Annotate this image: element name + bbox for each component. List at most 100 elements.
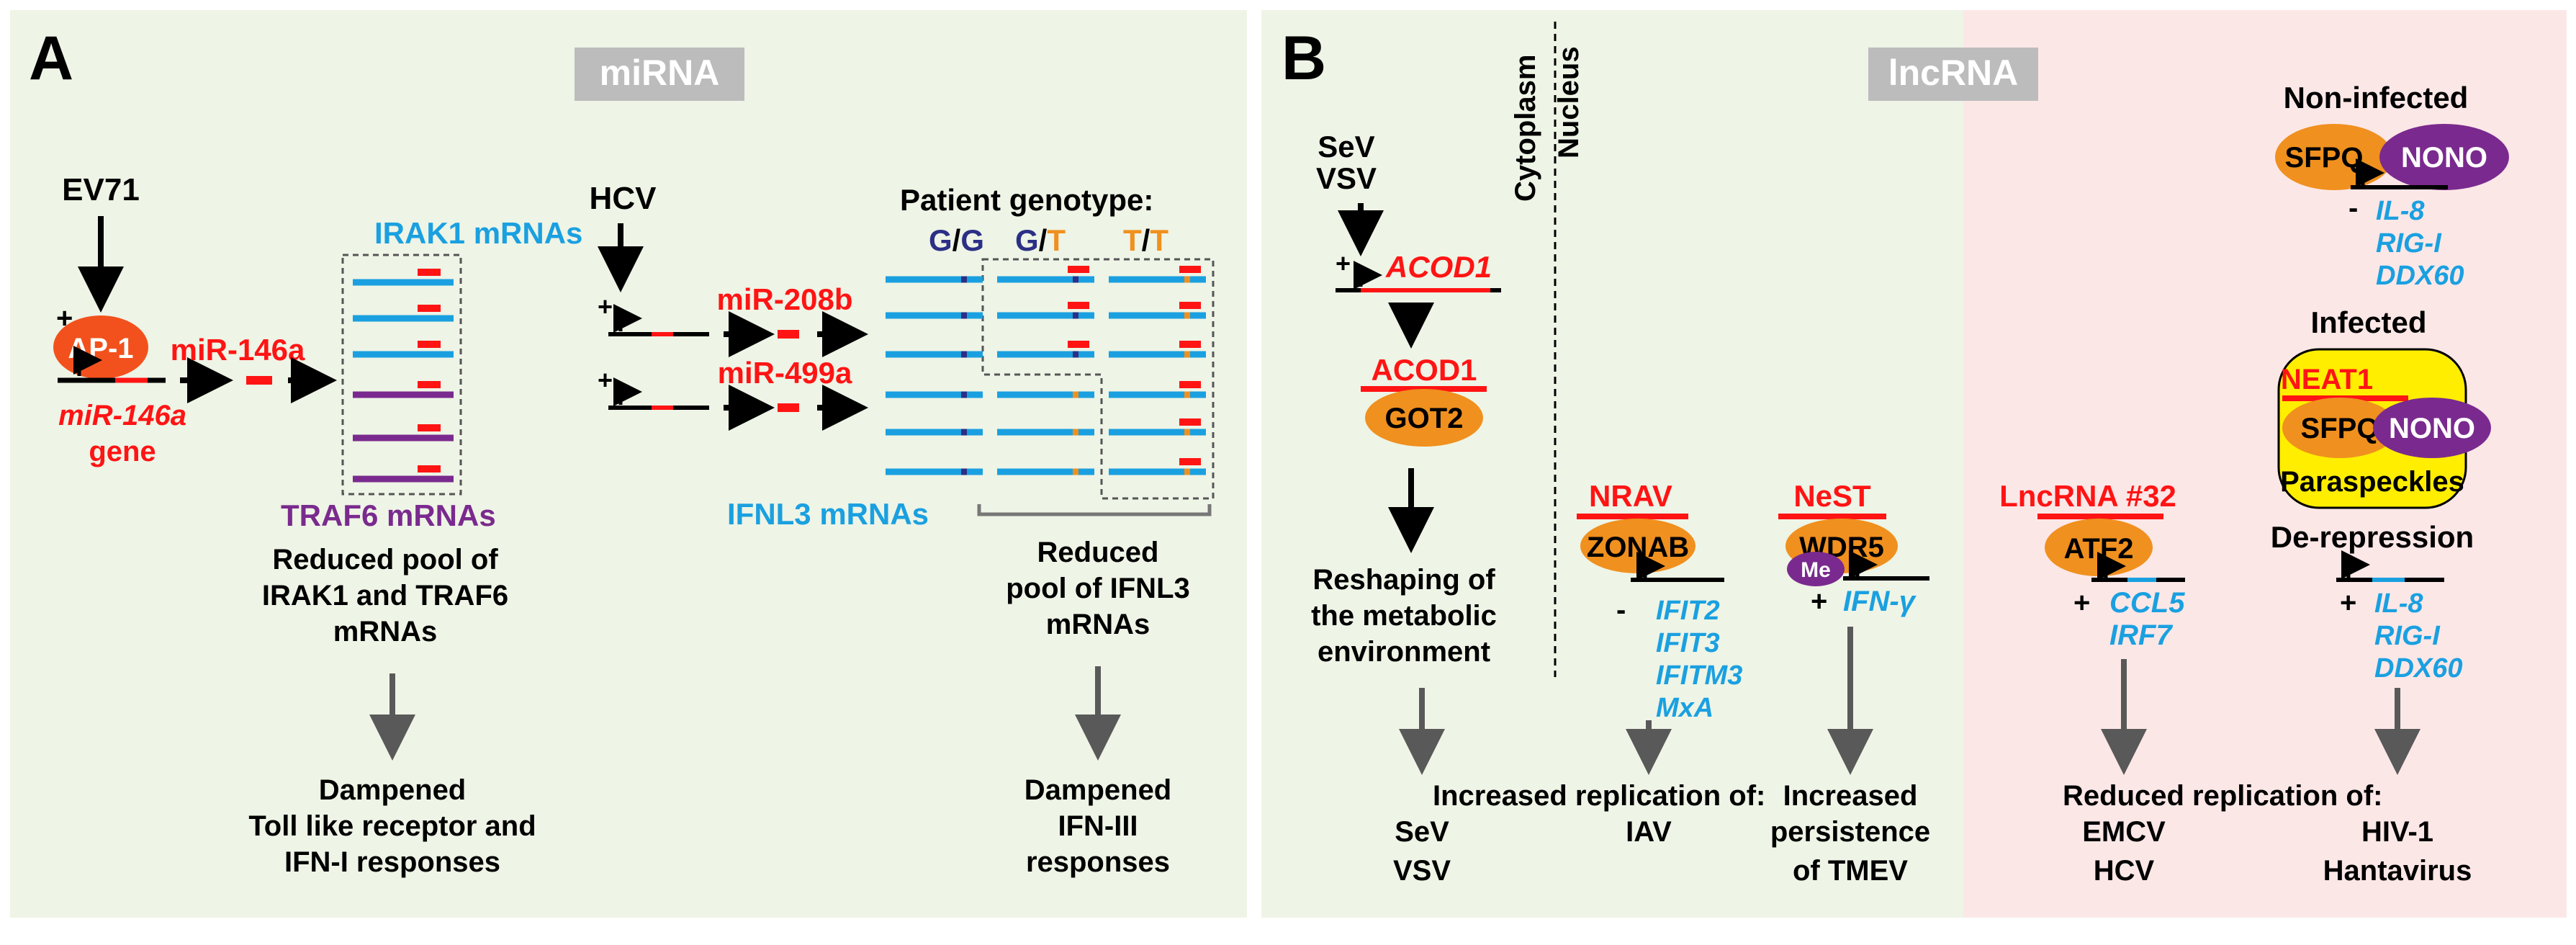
panel-a-background (10, 10, 1247, 918)
red-hiv: HIV-1 (2361, 816, 2433, 848)
noninfected-promoter (2356, 158, 2384, 187)
genotype-tt: T/T (1123, 223, 1168, 257)
promoter-arrow-a (73, 346, 102, 376)
genotype-tt-a: T (1123, 223, 1142, 257)
reduced2-line3: mRNAs (1046, 609, 1150, 640)
panel-b-letter: B (1282, 24, 1326, 93)
reduced2-line2: pool of IFNL3 (1006, 573, 1190, 604)
genotype-gg-a: G (929, 223, 953, 257)
traf6-label: TRAF6 mRNAs (281, 498, 496, 532)
genotype-gt-slash: / (1039, 223, 1048, 257)
genotype-gt: G/T (1015, 223, 1066, 257)
atf2-target-2: IRF7 (2109, 619, 2173, 651)
mir499a-label: miR-499a (718, 356, 852, 390)
dr-target-1: IL-8 (2374, 588, 2423, 619)
zonab-label: ZONAB (1587, 532, 1689, 563)
rep-iav: IAV (1626, 816, 1672, 848)
sfpq-label-2: SFPQ (2301, 413, 2379, 444)
irak1-label: IRAK1 mRNAs (374, 216, 582, 250)
mir146a-gene-name: miR-146a (58, 400, 186, 431)
ev71-label: EV71 (62, 172, 140, 207)
atf2-plus: + (2073, 587, 2090, 619)
got2-label: GOT2 (1385, 403, 1464, 434)
nono-label-2: NONO (2389, 413, 2475, 444)
nrav-minus: - (1616, 594, 1626, 626)
mirna-tag-label: miRNA (600, 53, 720, 93)
ifnl3-bracket (977, 504, 1212, 516)
sfpq-label-1: SFPQ (2285, 142, 2364, 174)
acod1-promoter (1354, 261, 1382, 290)
got2-oval (1365, 389, 1483, 447)
reduced1-line2: IRAK1 and TRAF6 (262, 580, 508, 612)
genotype-tt-b: T (1150, 223, 1168, 257)
mir146a-label: miR-146a (171, 333, 305, 367)
paraspeckles-label: Paraspeckles (2280, 466, 2464, 498)
genotype-gg-slash: / (953, 223, 961, 257)
dampened2-line3: responses (1026, 846, 1170, 878)
persistence-line2: persistence (1770, 816, 1930, 848)
dampened1-line3: IFN-I responses (284, 846, 500, 878)
hcv-gene-1: + (598, 292, 709, 336)
lncrna-tag (1868, 48, 2038, 101)
ni-target-3: DDX60 (2376, 261, 2464, 291)
neat1-label: NEAT1 (2281, 364, 2373, 395)
noninfected-minus: - (2348, 192, 2358, 224)
dampened1-line1: Dampened (319, 774, 467, 806)
rep-sev: SeV (1395, 816, 1449, 848)
hcv-gene-2-plus: + (598, 365, 613, 395)
me-oval (1787, 552, 1845, 586)
acod1-gene-label: ACOD1 (1385, 250, 1492, 284)
nono-label-1: NONO (2401, 142, 2487, 174)
nucleus-label: Nucleus (1553, 46, 1585, 158)
sfpq-oval-2 (2282, 398, 2397, 458)
ifng-label: IFN-γ (1843, 586, 1917, 617)
increased-replication-label: Increased replication of: (1433, 780, 1765, 812)
genotype-gt-a: G (1015, 223, 1039, 257)
rep-vsv: VSV (1393, 855, 1451, 887)
dampened2-line2: IFN-III (1058, 810, 1138, 842)
mir208b-label: miR-208b (716, 282, 852, 316)
atf2-promoter (2097, 552, 2126, 581)
acod1-label: ACOD1 (1371, 353, 1477, 387)
panel-a-letter: A (29, 24, 73, 93)
red-hcv: HCV (2094, 855, 2155, 887)
nrav-promoter (1636, 552, 1665, 581)
red-hantavirus: Hantavirus (2323, 855, 2472, 887)
mrna-box (341, 254, 462, 496)
dampened1-line2: Toll like receptor and (248, 810, 536, 842)
genotype-gg: G/G (929, 223, 984, 257)
dr-target-3: DDX60 (2374, 653, 2463, 684)
ifnl3-mrna-group (886, 266, 1206, 475)
lncrna-tag-label: lncRNA (1888, 53, 2019, 93)
reshaping-line1: Reshaping of (1312, 564, 1495, 596)
vsv-label: VSV (1316, 161, 1377, 195)
mir146a-gene-word: gene (89, 436, 156, 467)
nest-label: NeST (1793, 479, 1871, 513)
nono-oval-1 (2379, 124, 2509, 190)
reshaping-line2: the metabolic (1311, 600, 1497, 632)
dampened2-line1: Dampened (1024, 774, 1172, 806)
mrna-group (353, 269, 454, 483)
nest-promoter (1849, 550, 1878, 579)
nrav-label: NRAV (1589, 479, 1672, 513)
nrav-target-1: IFIT2 (1656, 596, 1720, 626)
dr-target-2: RIG-I (2374, 621, 2441, 651)
derepression-promoter (2341, 550, 2370, 579)
nrav-target-2: IFIT3 (1656, 628, 1720, 658)
patient-genotype-label: Patient genotype: (900, 183, 1153, 217)
genotype-gg-b: G (960, 223, 984, 257)
reshaping-line3: environment (1318, 636, 1490, 668)
nono-oval-2 (2373, 398, 2491, 458)
cytoplasm-label: Cytoplasm (1510, 55, 1541, 202)
noninfected-label: Non-infected (2284, 81, 2469, 115)
infected-label: Infected (2310, 305, 2426, 339)
nest-plus: + (1811, 586, 1827, 617)
genotype-gt-b: T (1047, 223, 1066, 257)
derepression-plus: + (2340, 587, 2356, 619)
ni-target-1: IL-8 (2376, 196, 2425, 226)
sev-label: SeV (1318, 130, 1374, 164)
acod1-plus: + (1336, 248, 1351, 278)
zonab-oval (1580, 519, 1695, 573)
reduced1-line1: Reduced pool of (272, 544, 498, 575)
